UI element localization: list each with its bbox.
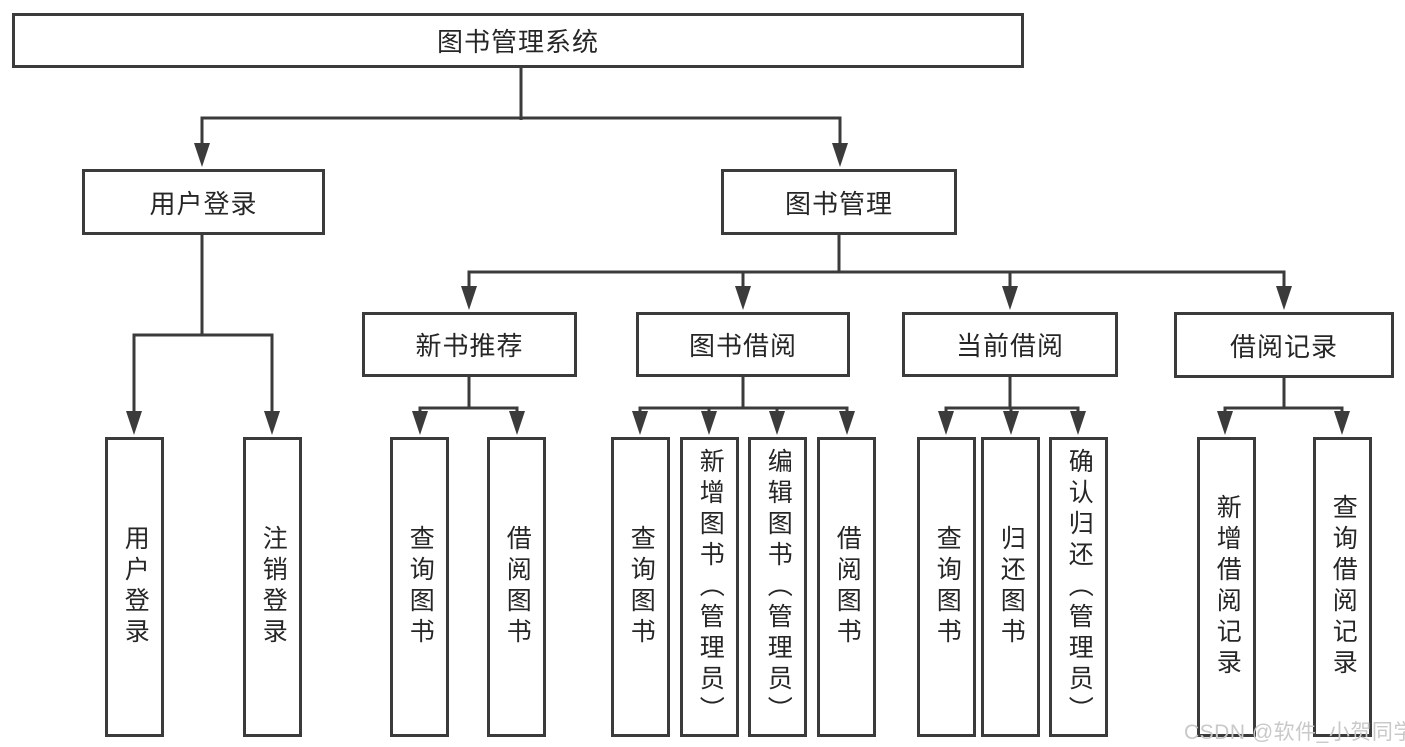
node-label: 编辑图书（管理员） — [764, 447, 793, 727]
node-leaf-add-borrow-record: 新增借阅记录 — [1197, 437, 1256, 737]
node-leaf-logout: 注销登录 — [243, 437, 302, 737]
node-label: 图书借阅 — [688, 331, 797, 361]
node-label: 查询图书 — [933, 525, 962, 649]
node-leaf-query-books-recommend: 查询图书 — [390, 437, 449, 737]
node-leaf-confirm-return-admin: 确认归还（管理员） — [1049, 437, 1108, 737]
node-user-login: 用户登录 — [82, 169, 325, 235]
node-label: 查询图书 — [627, 525, 656, 649]
node-label: 查询借阅记录 — [1329, 494, 1358, 680]
csdn-watermark: CSDN @软件_小贺同学 — [1184, 721, 1405, 744]
node-root-system: 图书管理系统 — [12, 13, 1024, 68]
node-label: 新增图书（管理员） — [696, 447, 725, 727]
arrowhead-icons — [126, 143, 1350, 435]
node-leaf-query-books-current: 查询图书 — [917, 437, 976, 737]
node-label: 借阅图书 — [503, 525, 532, 649]
node-book-borrowing: 图书借阅 — [636, 312, 850, 377]
node-current-borrowing: 当前借阅 — [902, 312, 1118, 377]
node-label: 借阅图书 — [833, 525, 862, 649]
node-leaf-query-borrow-record: 查询借阅记录 — [1313, 437, 1372, 737]
node-book-management: 图书管理 — [721, 169, 957, 235]
node-label: 注销登录 — [259, 525, 288, 649]
node-leaf-borrow-books-recommend: 借阅图书 — [487, 437, 546, 737]
node-leaf-query-books-borrowing: 查询图书 — [611, 437, 670, 737]
node-label: 用户登录 — [121, 525, 150, 649]
node-label: 归还图书 — [997, 525, 1026, 649]
node-label: 查询图书 — [406, 525, 435, 649]
node-leaf-user-login: 用户登录 — [105, 437, 164, 737]
node-label: 图书管理系统 — [436, 27, 599, 57]
node-leaf-return-books: 归还图书 — [981, 437, 1040, 737]
node-leaf-borrow-books-borrowing: 借阅图书 — [817, 437, 876, 737]
node-label: 确认归还（管理员） — [1065, 447, 1094, 727]
node-label: 图书管理 — [784, 188, 893, 219]
node-leaf-edit-books-admin: 编辑图书（管理员） — [748, 437, 807, 737]
node-label: 新增借阅记录 — [1213, 494, 1242, 680]
node-label: 新书推荐 — [415, 331, 524, 361]
node-label: 借阅记录 — [1229, 331, 1338, 362]
node-label: 当前借阅 — [955, 331, 1064, 361]
node-label: 用户登录 — [149, 188, 258, 219]
node-new-book-recommend: 新书推荐 — [362, 312, 577, 377]
node-borrowing-records: 借阅记录 — [1174, 312, 1394, 378]
node-leaf-add-books-admin: 新增图书（管理员） — [680, 437, 739, 737]
